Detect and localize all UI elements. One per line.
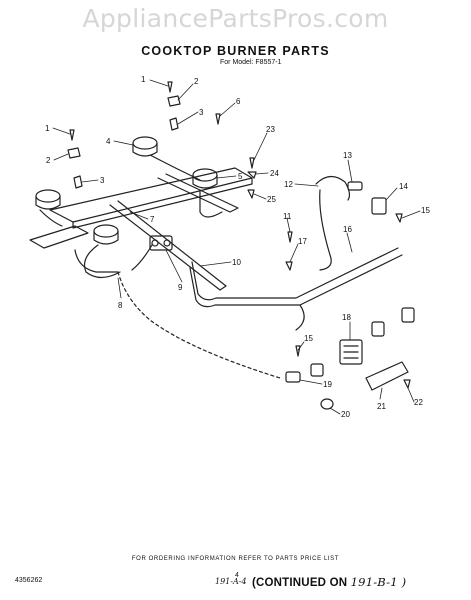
watermark: AppliancePartsPros.com bbox=[82, 4, 389, 33]
callout-label: 19 bbox=[323, 380, 332, 389]
callout-label: 15 bbox=[304, 334, 313, 343]
bracket-21 bbox=[365, 361, 409, 391]
callout-label: 2 bbox=[194, 77, 199, 86]
callout-label: 10 bbox=[232, 258, 241, 267]
callout-label: 11 bbox=[283, 212, 292, 221]
callout-label: 24 bbox=[270, 169, 279, 178]
burner-head-rear-right bbox=[192, 168, 223, 218]
burner-heads bbox=[35, 136, 223, 279]
burner-head-front-left bbox=[35, 189, 63, 227]
thermocouple-lead bbox=[315, 175, 387, 271]
burner-head-front-right bbox=[83, 224, 121, 279]
model-subtitle: For Model: F8557-1 bbox=[220, 59, 282, 66]
spark-electrode-14 bbox=[371, 197, 387, 215]
page-title: COOKTOP BURNER PARTS bbox=[141, 44, 330, 58]
ordering-note: FOR ORDERING INFORMATION REFER TO PARTS … bbox=[131, 556, 340, 562]
document-part-number: 4356262 bbox=[15, 577, 43, 584]
gas-tubing bbox=[74, 244, 403, 379]
callout-label: 14 bbox=[399, 182, 408, 191]
hardware bbox=[67, 81, 411, 389]
callout-label: 5 bbox=[238, 172, 243, 181]
callout-label: 18 bbox=[342, 313, 351, 322]
page-number: 4 bbox=[235, 572, 239, 579]
callout-label: 7 bbox=[150, 215, 155, 224]
continued-reference: 191-B-1 ) bbox=[350, 575, 407, 589]
grommet-20 bbox=[320, 398, 334, 410]
valve-19 bbox=[285, 371, 301, 383]
callout-label: 20 bbox=[341, 410, 350, 419]
callout-label: 3 bbox=[100, 176, 105, 185]
burner-head-rear-left bbox=[132, 136, 201, 181]
callout-label: 12 bbox=[284, 180, 293, 189]
continued-label: (CONTINUED ON bbox=[252, 577, 348, 589]
callout-label: 15 bbox=[421, 206, 430, 215]
ignition-module-18 bbox=[339, 339, 363, 365]
callout-label: 9 bbox=[178, 283, 183, 292]
callout-label: 2 bbox=[46, 156, 51, 165]
continued-note: (CONTINUED ON 191-B-1 ) bbox=[252, 575, 406, 589]
callout-label: 22 bbox=[414, 398, 423, 407]
callout-label: 17 bbox=[298, 237, 307, 246]
callout-label: 1 bbox=[141, 75, 146, 84]
callout-label: 8 bbox=[118, 301, 123, 310]
valve-block-9 bbox=[149, 235, 173, 251]
callout-label: 16 bbox=[343, 225, 352, 234]
callout-labels: 1 2 3 6 1 2 3 4 5 7 8 9 10 11 12 13 14 1… bbox=[45, 75, 430, 419]
callout-label: 23 bbox=[266, 125, 275, 134]
handwritten-reference: 191-A-4 bbox=[215, 577, 247, 586]
callout-label: 6 bbox=[236, 97, 241, 106]
valve-assemblies bbox=[149, 235, 415, 410]
leader-lines bbox=[52, 79, 421, 415]
callout-label: 4 bbox=[106, 137, 111, 146]
callout-label: 1 bbox=[45, 124, 50, 133]
manifold-frame bbox=[29, 167, 253, 291]
callout-label: 13 bbox=[343, 151, 352, 160]
callout-label: 21 bbox=[377, 402, 386, 411]
callout-label: 25 bbox=[267, 195, 276, 204]
callout-label: 3 bbox=[199, 108, 204, 117]
